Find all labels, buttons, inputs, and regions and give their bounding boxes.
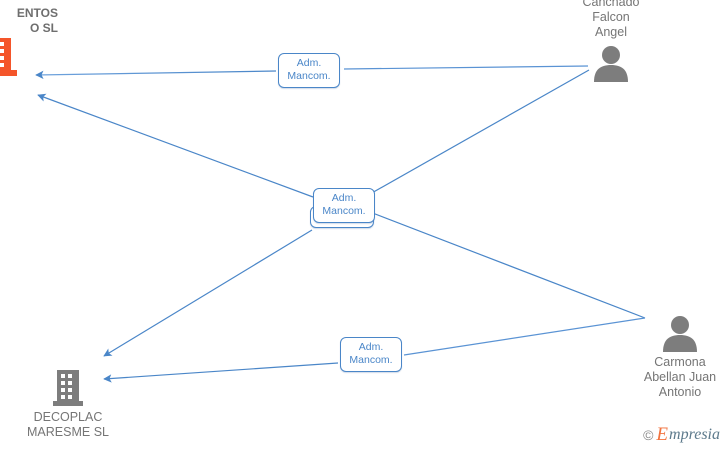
- edge-center-to-carmona: [369, 211, 646, 319]
- person-icon: [551, 44, 671, 82]
- node-top-left-company-label: ENTOS O SL: [16, 6, 58, 35]
- node-top-left-company-label-wrap: ENTOS O SL: [0, 6, 58, 36]
- edge-canchado-to-topleft: [35, 65, 589, 80]
- edge-center-to-canchado: [369, 69, 590, 195]
- edge-label-bottom[interactable]: Adm. Mancom.: [340, 337, 402, 372]
- node-top-left-company[interactable]: [0, 36, 62, 78]
- edge-label-center-front[interactable]: Adm. Mancom.: [313, 188, 375, 223]
- empresia-watermark: © E mpresia: [643, 425, 720, 444]
- edge-label-top[interactable]: Adm. Mancom.: [278, 53, 340, 88]
- company-building-icon: [0, 36, 62, 78]
- node-top-right-person[interactable]: Canchado Falcon Angel: [551, 0, 671, 82]
- edge-center-to-topleft: [37, 93, 314, 198]
- brand-name: mpresia: [669, 425, 720, 443]
- node-bottom-left-company-label: DECOPLAC MARESME SL: [27, 410, 109, 439]
- copyright-icon: ©: [643, 426, 654, 443]
- company-building-icon: [8, 369, 128, 407]
- node-bottom-left-company[interactable]: DECOPLAC MARESME SL: [8, 369, 128, 440]
- edge-center-to-decoplac: [103, 229, 313, 357]
- person-icon: [620, 314, 728, 352]
- edge-carmona-to-decoplac: [103, 317, 646, 383]
- node-bottom-right-person[interactable]: Carmona Abellan Juan Antonio: [620, 314, 728, 400]
- node-bottom-right-person-label: Carmona Abellan Juan Antonio: [643, 355, 717, 399]
- node-top-right-person-label: Canchado Falcon Angel: [582, 0, 640, 39]
- brand-initial: E: [656, 424, 669, 445]
